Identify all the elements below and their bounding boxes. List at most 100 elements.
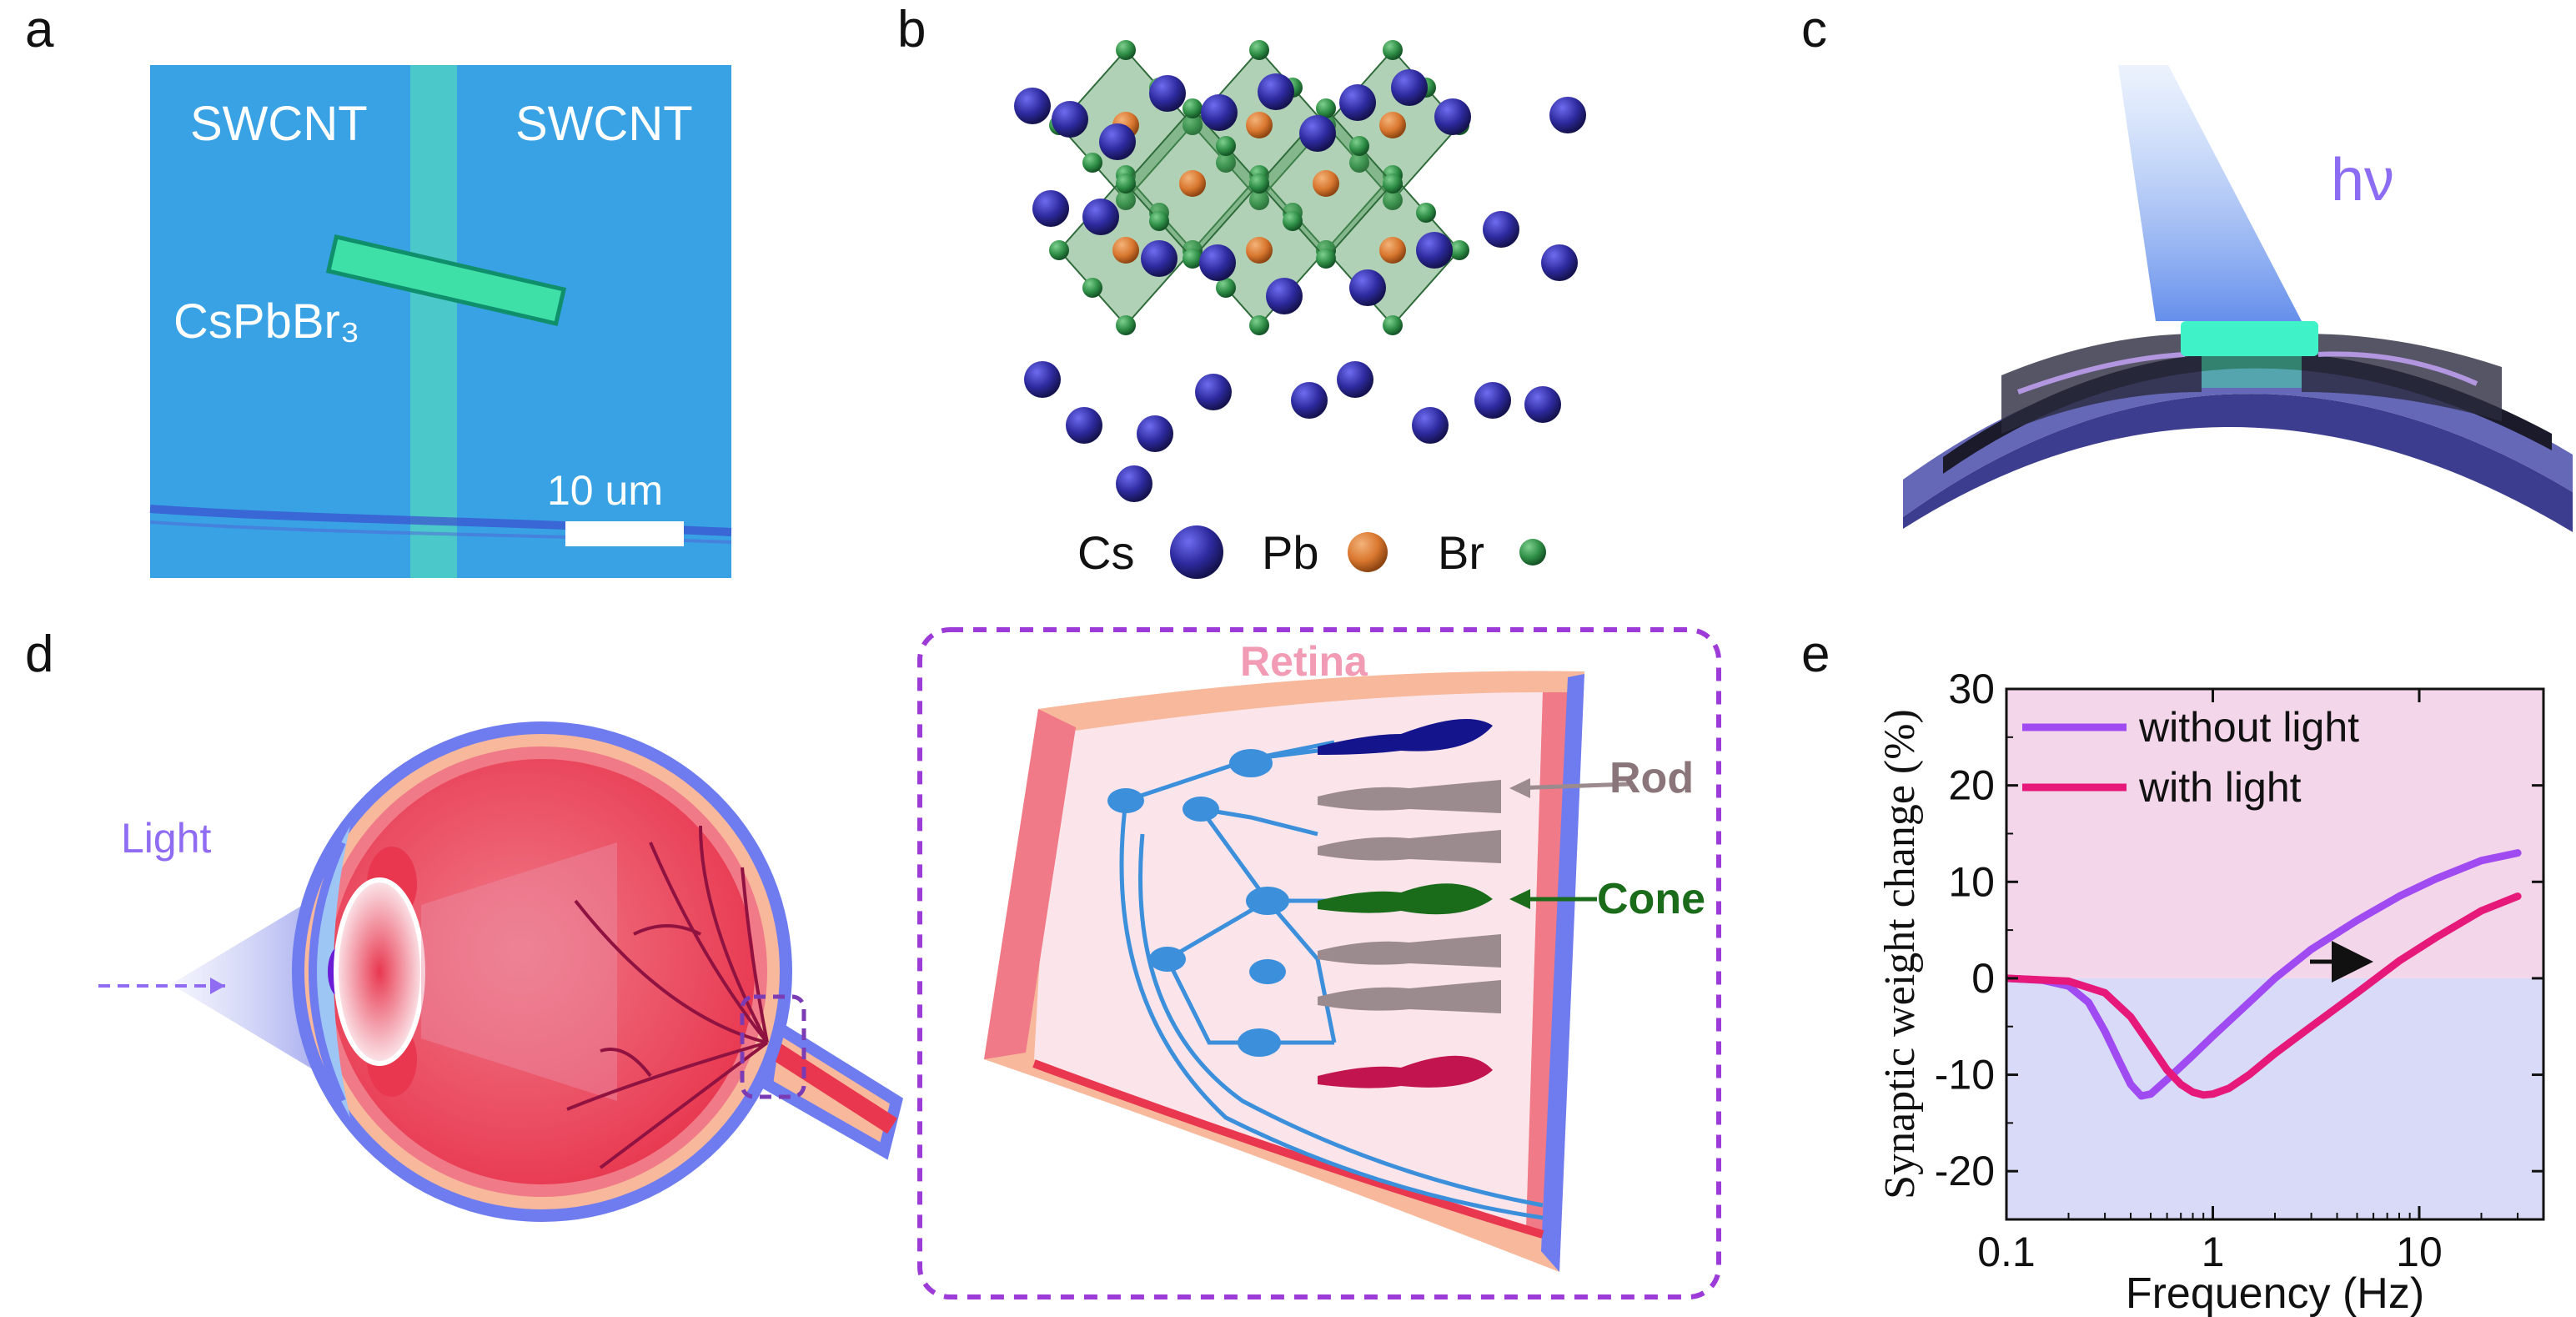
br-atom xyxy=(1216,153,1236,173)
light-label: Light xyxy=(121,815,212,862)
y-tick-label: 10 xyxy=(1948,858,1995,905)
br-atom xyxy=(1183,115,1203,135)
y-axis-label: Synaptic weight change (%) xyxy=(1876,709,1924,1199)
br-atom xyxy=(1249,315,1269,335)
br-atom xyxy=(1249,40,1269,60)
cs-atom xyxy=(1052,101,1088,138)
cs-atom xyxy=(1258,73,1294,110)
br-atom xyxy=(1383,40,1403,60)
br-atom xyxy=(1116,190,1136,210)
br-atom xyxy=(1383,173,1403,194)
br-atom xyxy=(1116,315,1136,335)
cs-atom xyxy=(1391,69,1428,106)
crystal-structure xyxy=(1014,40,1586,502)
light-beam xyxy=(2118,65,2302,321)
cs-atom xyxy=(1483,211,1519,248)
br-atom xyxy=(1349,153,1369,173)
y-tick-label: 0 xyxy=(1971,955,1995,1002)
cs-atom xyxy=(1337,361,1373,398)
br-atom xyxy=(1283,211,1303,231)
cs-atom xyxy=(1149,75,1186,112)
cs-atom xyxy=(1541,244,1578,281)
panel-letter-b: b xyxy=(897,1,926,58)
cone-label: Cone xyxy=(1597,875,1705,923)
pb-atom xyxy=(1313,170,1339,197)
legend-marker-pb xyxy=(1348,532,1388,572)
scale-bar xyxy=(565,521,684,546)
legend-marker-cs xyxy=(1170,525,1223,579)
panel-letter-e: e xyxy=(1801,626,1830,683)
legend-label-pb: Pb xyxy=(1262,526,1319,579)
cs-atom xyxy=(1137,415,1173,452)
panel-letter-a: a xyxy=(25,1,54,58)
panel-b: b Cs Pb Br xyxy=(897,1,1586,579)
x-tick-label: 1 xyxy=(2202,1229,2225,1275)
cs-atom xyxy=(1299,115,1336,152)
cs-atom xyxy=(1141,240,1178,277)
panel-c: c hν xyxy=(1801,1,2573,532)
series-line-0 xyxy=(2006,849,2522,1100)
y-tick-label: -20 xyxy=(1935,1148,1995,1194)
x-tick-label: 10 xyxy=(2396,1229,2443,1275)
br-atom xyxy=(1149,211,1169,231)
retina-diagram: Retina Rod Cone xyxy=(984,638,1705,1272)
legend-marker-br xyxy=(1519,539,1546,566)
cs-atom xyxy=(1099,123,1136,160)
cs-atom xyxy=(1066,407,1102,444)
pb-atom xyxy=(1112,237,1139,264)
pb-atom xyxy=(1179,170,1206,197)
br-atom xyxy=(1383,315,1403,335)
cs-atom xyxy=(1339,84,1376,121)
y-tick-label: -10 xyxy=(1935,1052,1995,1098)
zoom-box xyxy=(740,994,806,1099)
br-atom xyxy=(1116,40,1136,60)
cs-atom xyxy=(1116,465,1152,502)
br-atom xyxy=(1349,136,1369,156)
flexible-substrate xyxy=(1903,394,2573,532)
panel-letter-d: d xyxy=(25,626,53,683)
legend-label-1: with light xyxy=(2138,764,2302,811)
br-atom xyxy=(1316,249,1336,269)
retina-inset-frame xyxy=(917,627,1721,1299)
legend-label-cs: Cs xyxy=(1077,526,1134,579)
br-atom xyxy=(1383,190,1403,210)
hv-label: hν xyxy=(2331,147,2394,214)
y-tick-label: 20 xyxy=(1948,762,1995,809)
br-atom xyxy=(1183,98,1203,118)
cs-atom xyxy=(1032,190,1069,227)
cs-atom xyxy=(1291,382,1328,419)
cspbbr3-label: CsPbBr₃ xyxy=(173,294,359,349)
cs-atom xyxy=(1524,386,1561,423)
cs-atom xyxy=(1474,382,1511,419)
cs-atom xyxy=(1549,97,1586,133)
eye-diagram: Light xyxy=(98,721,904,1222)
lens xyxy=(334,877,425,1066)
br-atom xyxy=(1082,153,1102,173)
cs-atom xyxy=(1024,361,1061,398)
swcnt-stripe xyxy=(410,65,457,578)
x-tick-label: 0.1 xyxy=(1977,1229,2036,1275)
br-atom xyxy=(1249,190,1269,210)
y-tick-label: 30 xyxy=(1948,666,1995,712)
br-atom xyxy=(1249,173,1269,194)
cs-atom xyxy=(1201,94,1238,131)
pb-atom xyxy=(1379,237,1406,264)
pb-atom xyxy=(1379,112,1406,138)
br-atom xyxy=(1183,249,1203,269)
br-atom xyxy=(1316,98,1336,118)
cs-atom xyxy=(1082,199,1119,235)
swcnt-right-label: SWCNT xyxy=(515,97,693,151)
cs-atom xyxy=(1195,374,1232,410)
cs-atom xyxy=(1014,88,1051,124)
panel-letter-c: c xyxy=(1801,1,1827,58)
scale-bar-label: 10 um xyxy=(547,467,663,514)
perovskite-device xyxy=(2181,321,2318,356)
br-atom xyxy=(1082,278,1102,298)
cs-atom xyxy=(1349,269,1386,306)
legend-label-br: Br xyxy=(1438,526,1484,579)
pb-atom xyxy=(1246,112,1273,138)
swcnt-left-label: SWCNT xyxy=(190,97,368,151)
br-atom xyxy=(1049,240,1069,260)
legend-label-0: without light xyxy=(2138,704,2359,751)
